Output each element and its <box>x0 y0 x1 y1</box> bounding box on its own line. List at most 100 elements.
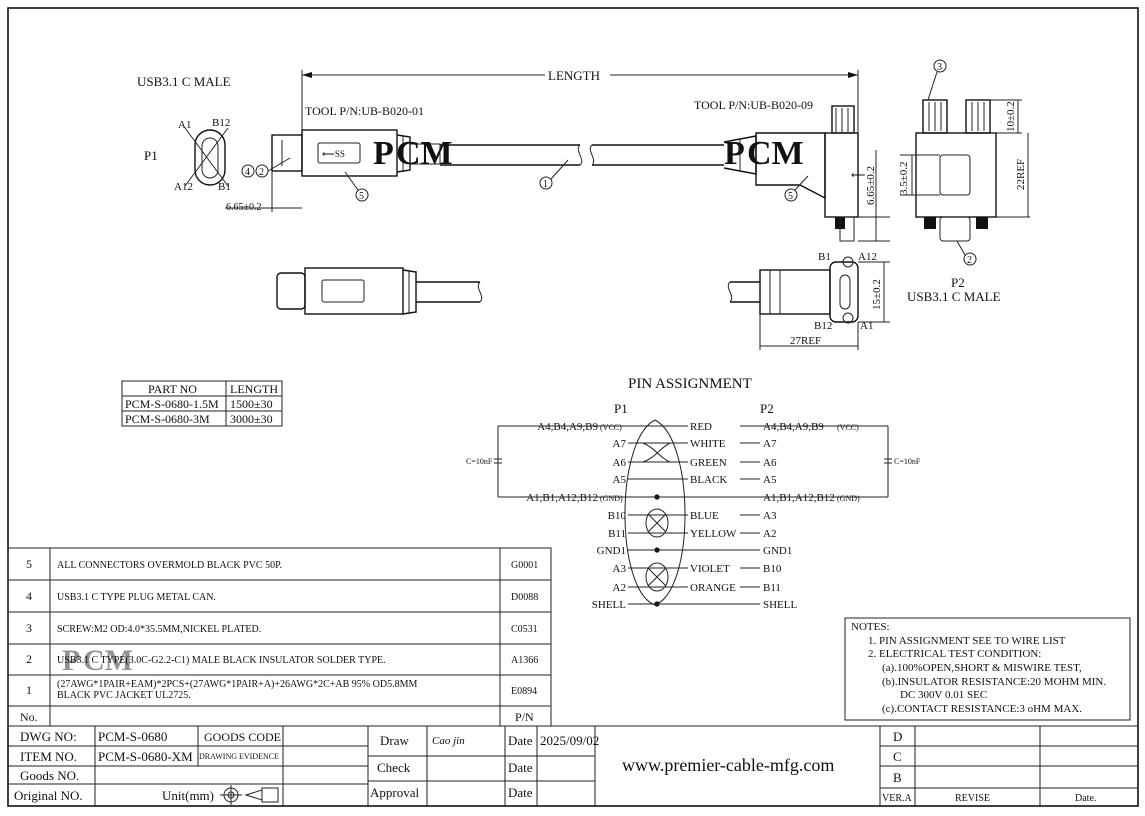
revise-label: REVISE <box>955 793 990 804</box>
pin-left-sublabel: (GND) <box>600 494 623 503</box>
cap-left-label: C=10nF <box>466 457 493 466</box>
callout-2-right: 2 <box>967 255 972 266</box>
left-665-dim: 6.65±0.2 <box>226 202 262 213</box>
cap-right-label: C=10nF <box>894 457 921 466</box>
callout-3: 3 <box>937 62 942 73</box>
p1-pin-b12: B12 <box>212 117 230 129</box>
pin-left-label: SHELL <box>592 599 627 611</box>
pin-left-label: A4,B4,A9,B9 <box>537 421 598 433</box>
rev-row-b: B <box>893 770 902 785</box>
note-line: 2. ELECTRICAL TEST CONDITION: <box>868 648 1041 660</box>
part-table-header-partno: PART NO <box>148 382 197 396</box>
part-table-cell: PCM-S-0680-1.5M <box>125 397 219 411</box>
pcm-logo-right: P CM <box>724 135 804 172</box>
ten-dim: 10±0.2 <box>1005 101 1017 132</box>
p1-face-view: A1 B12 A12 B1 <box>174 117 231 193</box>
item-no-value: PCM-S-0680-XM <box>98 749 193 764</box>
draw-signature: Cao jin <box>432 735 465 747</box>
rev-row-c: C <box>893 749 902 764</box>
drawing-evidence-label: DRAWING EVIDENCE <box>199 752 279 761</box>
callout-5-right: 5 <box>788 191 793 202</box>
bom-pn: D0088 <box>511 592 538 603</box>
logo-letter-p: P <box>373 135 394 172</box>
pin-right-label: A4,B4,A9,B9 <box>763 421 824 433</box>
pin-left-label: A5 <box>613 474 627 486</box>
date-label-draw: Date <box>508 733 533 748</box>
notes-box: NOTES: 1. PIN ASSIGNMENT SEE TO WIRE LIS… <box>844 617 1131 721</box>
pin-assignment-title: PIN ASSIGNMENT <box>628 376 752 392</box>
note-line: DC 300V 0.01 SEC <box>900 689 987 701</box>
drawing-frame <box>7 7 1139 807</box>
part-table-cell: PCM-S-0680-3M <box>125 412 210 426</box>
pin-left-label: B10 <box>608 510 627 522</box>
bom-no: 4 <box>26 589 32 603</box>
p2-pin-a1: A1 <box>860 320 873 332</box>
p2-pin-a12: A12 <box>858 251 877 263</box>
rev-date-label: Date. <box>1075 793 1096 804</box>
original-no-label: Original NO. <box>14 788 83 803</box>
tool-right-label: TOOL P/N:UB-B020-09 <box>694 98 813 112</box>
part-length-table: PART NO LENGTH PCM-S-0680-1.5M 1500±30 P… <box>121 380 283 427</box>
ss-logo-left: ⟵SS <box>322 149 345 159</box>
p2-connector-label: USB3.1 C MALE <box>907 289 1001 304</box>
p2-end-view: 3 2 10±0.2 22REF 3.5±0.2 P2 USB3.1 C MAL… <box>898 59 1030 304</box>
ref27-dim: 27REF <box>790 335 821 347</box>
date-label-approval: Date <box>508 785 533 800</box>
bom-pn: A1366 <box>511 655 538 666</box>
note-line: (b).INSULATOR RESISTANCE:20 MOHM MIN. <box>882 676 1106 688</box>
pin-right-label: A2 <box>763 528 776 540</box>
date-value: 2025/09/02 <box>540 733 599 748</box>
pin-right-label: B11 <box>763 582 781 594</box>
p1-lower-view <box>276 267 483 315</box>
note-line: (c).CONTACT RESISTANCE:3 oHM MAX. <box>882 703 1082 715</box>
bom-pn: E0894 <box>511 686 537 697</box>
p2-connector-side: ⟵ 6.65±0.2 <box>723 105 890 242</box>
bom-desc: ALL CONNECTORS OVERMOLD BLACK PVC 50P. <box>57 560 282 571</box>
bom-no: 2 <box>26 652 32 666</box>
p1-tag: P1 <box>144 148 158 163</box>
pin-right-label: A7 <box>763 438 777 450</box>
wire-color-label: BLUE <box>690 510 719 522</box>
wire-color-label: VIOLET <box>690 563 730 575</box>
pin-right-label: B10 <box>763 563 782 575</box>
pin-p1-header: P1 <box>614 401 628 416</box>
pin-left-label: GND1 <box>597 545 626 557</box>
pin-left-label: A2 <box>613 582 626 594</box>
bom-pn: G0001 <box>511 560 538 571</box>
check-label: Check <box>377 760 411 775</box>
draw-label: Draw <box>380 733 409 748</box>
pin-right-label: A6 <box>763 457 777 469</box>
pin-right-sublabel: (GND) <box>837 494 860 503</box>
pin-right-sublabel: (VCC) <box>837 423 859 432</box>
logo-letter-p: P <box>62 644 80 677</box>
cable-body <box>440 144 724 166</box>
wire-color-label: GREEN <box>690 457 727 469</box>
cable-assembly-view: USB3.1 C MALE P1 A1 B12 A12 B1 LENGTH TO… <box>137 59 1030 350</box>
note-line: 1. PIN ASSIGNMENT SEE TO WIRE LIST <box>868 635 1066 647</box>
p2-lower-view: B1 A12 B12 A1 15±0.2 27REF <box>727 251 890 350</box>
date-label-check: Date <box>508 760 533 775</box>
note-line: (a).100%OPEN,SHORT & MISWIRE TEST, <box>882 662 1082 674</box>
logo-letters-cm: CM <box>83 644 133 677</box>
bom-no: 3 <box>26 621 32 635</box>
dwg-no-label: DWG NO: <box>20 729 77 744</box>
item-no-label: ITEM NO. <box>20 749 77 764</box>
part-table-cell: 3000±30 <box>230 412 273 426</box>
pin-left-label: A1,B1,A12,B12 <box>526 492 598 504</box>
three5-dim: 3.5±0.2 <box>898 161 910 195</box>
bom-desc: SCREW:M2 OD:4.0*35.5MM,NICKEL PLATED. <box>57 624 261 635</box>
bom-table: 5 ALL CONNECTORS OVERMOLD BLACK PVC 50P.… <box>7 547 552 727</box>
dwg-no-value: PCM-S-0680 <box>98 729 167 744</box>
bom-footer-pn: P/N <box>515 710 534 724</box>
pcm-logo-bom-watermark: P CM <box>62 644 133 677</box>
bom-footer-no: No. <box>20 710 38 724</box>
callout-5-left: 5 <box>359 191 364 202</box>
p1-pin-a12: A12 <box>174 181 193 193</box>
wire-color-label: YELLOW <box>690 528 737 540</box>
pin-left-label: A7 <box>613 438 627 450</box>
tool-left-label: TOOL P/N:UB-B020-01 <box>305 104 424 118</box>
p1-pin-b1: B1 <box>218 181 231 193</box>
pin-right-label: A3 <box>763 510 777 522</box>
title-block: DWG NO: PCM-S-0680 GOODS CODE ITEM NO. P… <box>8 725 1138 806</box>
